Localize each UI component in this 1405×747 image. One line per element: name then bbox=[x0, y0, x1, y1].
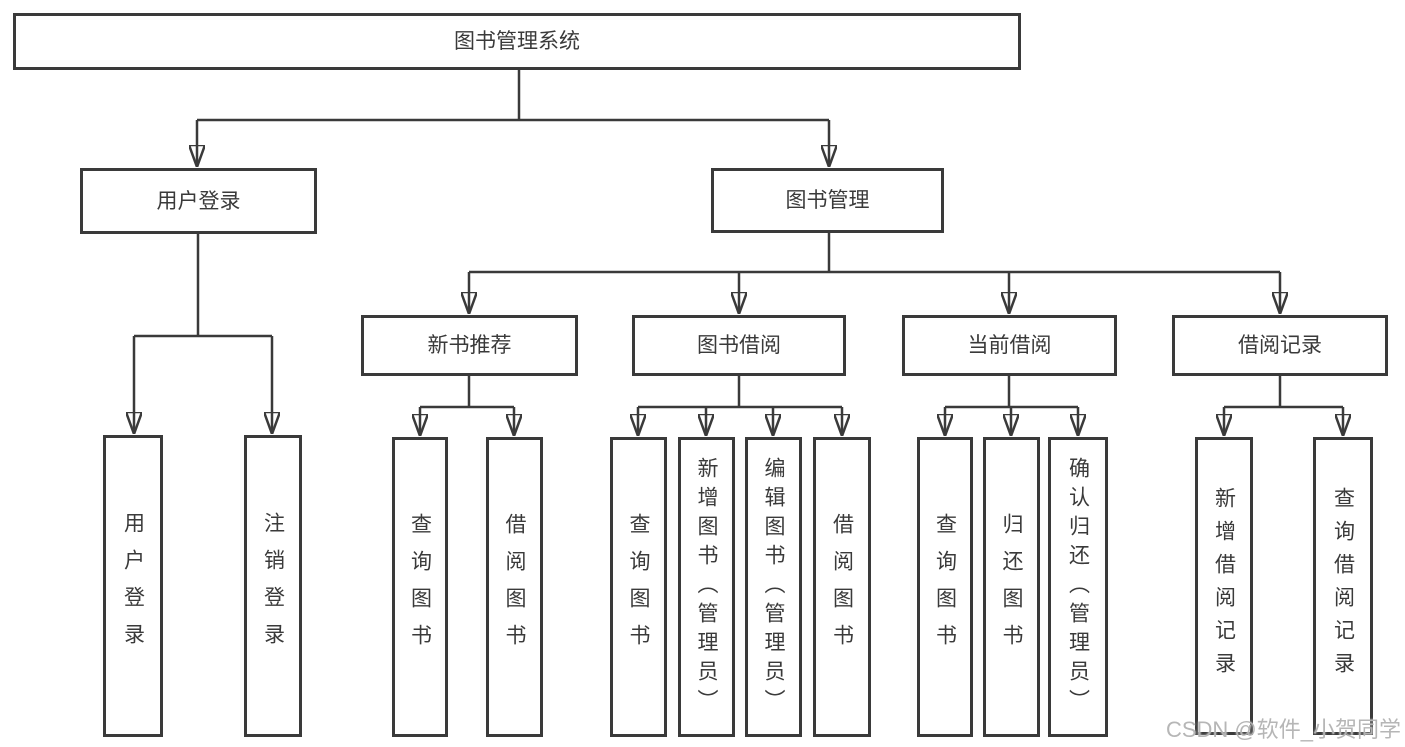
node-book-mgmt-label: 图书管理 bbox=[785, 189, 870, 212]
leaf-cb-query-books: 查询图书 bbox=[917, 437, 973, 737]
connector-root bbox=[197, 70, 829, 122]
leaf-cb-return-books: 归还图书 bbox=[983, 437, 1040, 737]
node-root-label: 图书管理系统 bbox=[454, 30, 580, 53]
node-borrow-records: 借阅记录 bbox=[1172, 315, 1388, 376]
leaf-cb-confirm-return-admin-label: 确认归还（管理员） bbox=[1066, 456, 1090, 718]
leaf-bb-query-books-label: 查询图书 bbox=[627, 513, 650, 661]
leaf-bb-edit-books-admin-label: 编辑图书（管理员） bbox=[762, 456, 785, 718]
leaf-bb-borrow-books-label: 借阅图书 bbox=[830, 513, 854, 661]
leaf-bb-add-books-admin-label: 新增图书（管理员） bbox=[695, 456, 718, 718]
leaf-user-login: 用户登录 bbox=[103, 435, 163, 737]
leaf-bb-query-books: 查询图书 bbox=[610, 437, 667, 737]
connector-borrow-record bbox=[1224, 376, 1343, 409]
node-book-mgmt: 图书管理 bbox=[711, 168, 944, 233]
node-book-borrow-label: 图书借阅 bbox=[697, 334, 781, 357]
leaf-user-login-label: 用户登录 bbox=[121, 512, 145, 660]
leaf-nbr-borrow-books-label: 借阅图书 bbox=[503, 513, 526, 661]
leaf-bb-borrow-books: 借阅图书 bbox=[813, 437, 871, 737]
leaf-br-query-record: 查询借阅记录 bbox=[1313, 437, 1373, 735]
connector-user-login bbox=[134, 234, 272, 338]
leaf-br-add-record: 新增借阅记录 bbox=[1195, 437, 1253, 735]
node-new-book-recommend: 新书推荐 bbox=[361, 315, 578, 376]
connector-new-book-rec bbox=[420, 376, 514, 409]
node-current-borrow: 当前借阅 bbox=[902, 315, 1117, 376]
leaf-nbr-borrow-books: 借阅图书 bbox=[486, 437, 543, 737]
node-book-borrow: 图书借阅 bbox=[632, 315, 846, 376]
watermark: CSDN @软件_小贺同学 bbox=[1165, 717, 1401, 742]
node-user-login-label: 用户登录 bbox=[156, 189, 241, 213]
leaf-cb-query-books-label: 查询图书 bbox=[933, 513, 957, 661]
connector-book-borrow bbox=[638, 376, 842, 409]
leaf-nbr-query-books-label: 查询图书 bbox=[408, 513, 432, 661]
node-borrow-records-label: 借阅记录 bbox=[1238, 334, 1322, 357]
connector-book-mgmt bbox=[469, 233, 1280, 274]
leaf-cb-return-books-label: 归还图书 bbox=[1000, 513, 1023, 661]
connector-current-borrow bbox=[945, 376, 1078, 409]
leaf-br-add-record-label: 新增借阅记录 bbox=[1212, 487, 1236, 685]
node-user-login: 用户登录 bbox=[80, 168, 317, 234]
leaf-nbr-query-books: 查询图书 bbox=[392, 437, 448, 737]
node-root: 图书管理系统 bbox=[13, 13, 1021, 70]
node-current-borrow-label: 当前借阅 bbox=[967, 334, 1052, 357]
leaf-logout: 注销登录 bbox=[244, 435, 302, 737]
leaf-br-query-record-label: 查询借阅记录 bbox=[1331, 487, 1355, 685]
leaf-cb-confirm-return-admin: 确认归还（管理员） bbox=[1048, 437, 1108, 737]
leaf-bb-edit-books-admin: 编辑图书（管理员） bbox=[745, 437, 802, 737]
leaf-logout-label: 注销登录 bbox=[261, 512, 285, 660]
leaf-bb-add-books-admin: 新增图书（管理员） bbox=[678, 437, 735, 737]
node-new-book-recommend-label: 新书推荐 bbox=[427, 334, 512, 357]
